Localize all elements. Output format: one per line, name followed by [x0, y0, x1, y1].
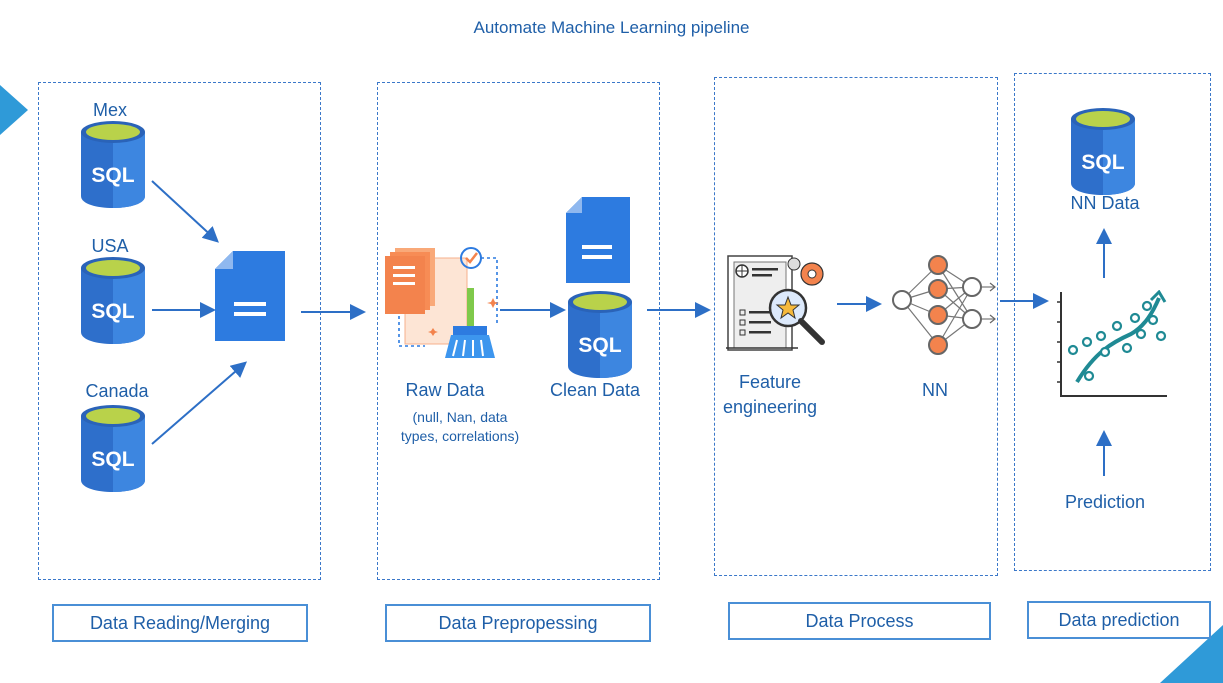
prediction-label: Prediction	[1064, 492, 1146, 512]
arrow-canada-to-merge	[151, 361, 248, 445]
page-title: Automate Machine Learning pipeline	[473, 18, 750, 37]
neural-network-icon	[892, 255, 996, 355]
source-label-canada: Canada	[85, 381, 149, 401]
arrow-mex-to-merge	[151, 180, 219, 243]
feature-engineering-icon	[726, 255, 825, 351]
nn-label: NN	[922, 380, 948, 400]
clean-document-icon	[566, 197, 630, 283]
source-label-mex: Mex	[92, 100, 127, 120]
merged-document-icon	[215, 251, 285, 341]
source-label-usa: USA	[91, 236, 129, 256]
panel-prediction	[1014, 73, 1211, 571]
stage-data-process: Data Process	[728, 602, 991, 640]
nn-data-label: NN Data	[1070, 193, 1140, 213]
panel-preprocessing	[377, 82, 660, 580]
feature-label-line1: Feature	[738, 372, 802, 392]
right-corner-triangle	[1160, 625, 1223, 683]
scatter-plot-icon	[1057, 290, 1167, 397]
raw-data-label: Raw Data	[405, 380, 485, 400]
panel-reading	[38, 82, 321, 580]
stage-data-prediction: Data prediction	[1027, 601, 1211, 639]
feature-label-line2: engineering	[722, 397, 818, 417]
stage-data-reading: Data Reading/Merging	[52, 604, 308, 642]
left-corner-triangle	[0, 85, 28, 135]
panel-process	[714, 77, 998, 576]
data-cleaning-icon	[385, 247, 499, 358]
raw-data-note-line2: types, correlations)	[400, 428, 520, 444]
stage-data-preprocessing: Data Prepropessing	[385, 604, 651, 642]
clean-data-label: Clean Data	[549, 380, 641, 400]
raw-data-note-line1: (null, Nan, data	[412, 409, 508, 425]
